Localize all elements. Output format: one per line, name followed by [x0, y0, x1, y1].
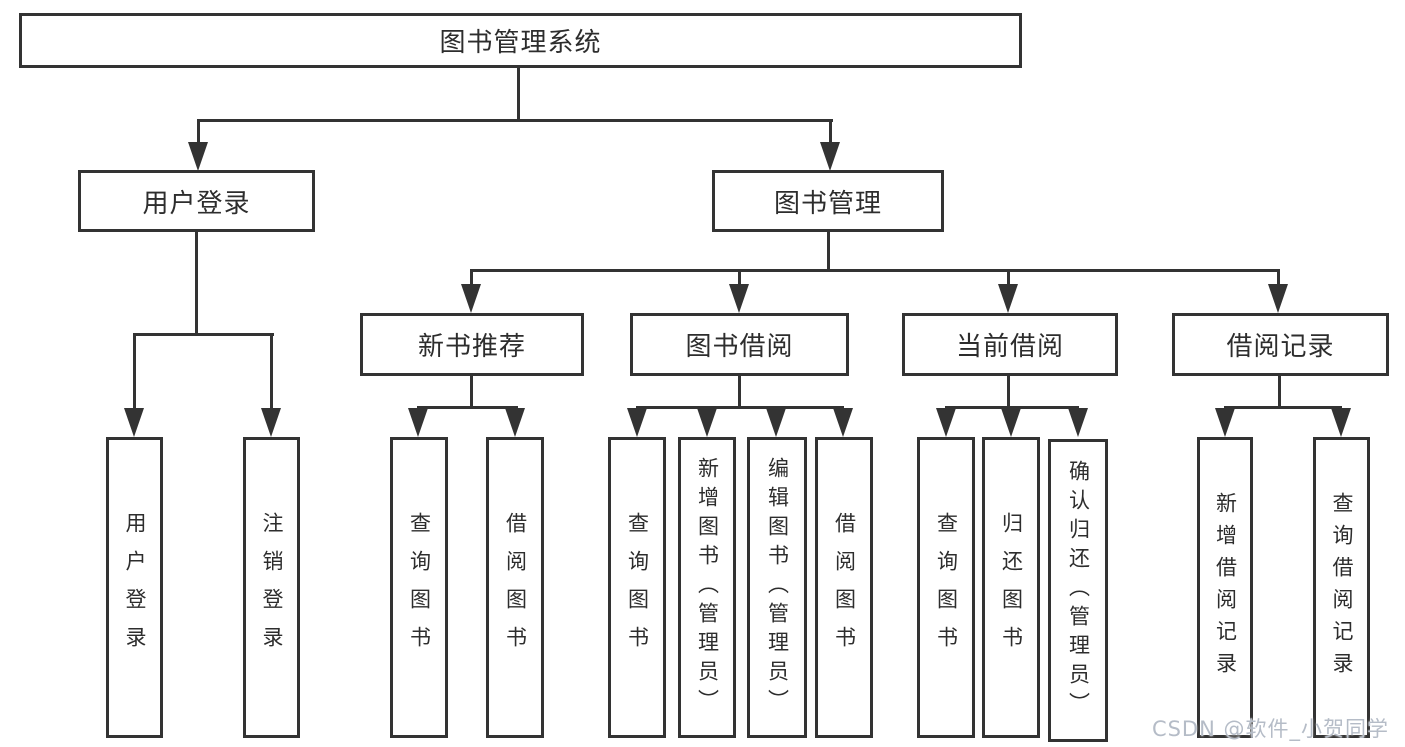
leaf-label: 查询图书: [407, 511, 432, 664]
connector-vline: [470, 269, 473, 289]
leaf-label: 编辑图书（管理员）: [765, 457, 790, 718]
csdn-watermark: CSDN @软件_小贺同学: [1151, 717, 1389, 741]
leaf-logout: 注销登录: [243, 437, 300, 738]
leaf-query-books-current: 查询图书: [917, 437, 975, 738]
leaf-label: 新增图书（管理员）: [695, 457, 720, 718]
arrow-down-icon: [627, 408, 647, 437]
connector-vline: [738, 376, 741, 409]
leaf-label: 用户登录: [123, 511, 147, 664]
node-new-book-recommendation: 新书推荐: [360, 313, 584, 376]
leaf-borrow-books-borrow: 借阅图书: [815, 437, 873, 738]
node-current-borrowing: 当前借阅: [902, 313, 1118, 376]
node-borrowing-records: 借阅记录: [1172, 313, 1389, 376]
node-book-borrowing: 图书借阅: [630, 313, 849, 376]
arrow-down-icon: [408, 408, 428, 437]
leaf-label: 查询图书: [934, 511, 959, 664]
leaf-query-books-borrow: 查询图书: [608, 437, 666, 738]
arrow-down-icon: [833, 408, 853, 437]
connector-vline: [517, 67, 520, 122]
connector-hline: [470, 269, 1280, 272]
node-label: 图书借阅: [685, 332, 794, 362]
arrow-down-icon: [729, 284, 749, 313]
arrow-down-icon: [697, 408, 717, 437]
node-book-management: 图书管理: [712, 170, 944, 232]
node-label: 当前借阅: [955, 332, 1064, 362]
leaf-label: 注销登录: [260, 511, 284, 664]
connector-hline: [636, 406, 844, 409]
arrow-down-icon: [1068, 408, 1088, 437]
connector-vline: [738, 269, 741, 289]
arrow-down-icon: [1331, 408, 1351, 437]
arrow-down-icon: [766, 408, 786, 437]
leaf-label: 确认归还（管理员）: [1066, 460, 1091, 721]
node-label: 用户登录: [142, 188, 251, 219]
leaf-user-login: 用户登录: [106, 437, 163, 738]
connector-hline: [1224, 406, 1342, 409]
leaf-return-books: 归还图书: [982, 437, 1040, 738]
arrow-down-icon: [188, 142, 208, 171]
node-label: 图书管理: [773, 188, 882, 219]
leaf-query-borrow-record: 查询借阅记录: [1313, 437, 1370, 738]
connector-vline: [133, 333, 136, 413]
arrow-down-icon: [261, 408, 281, 437]
leaf-label: 归还图书: [999, 511, 1024, 664]
connector-vline: [1278, 376, 1281, 409]
leaf-query-books-recommend: 查询图书: [390, 437, 448, 738]
node-label: 新书推荐: [417, 332, 526, 362]
leaf-label: 新增借阅记录: [1213, 491, 1238, 684]
arrow-down-icon: [820, 142, 840, 171]
connector-vline: [1007, 376, 1010, 409]
connector-vline: [827, 232, 830, 272]
node-label: 图书管理系统: [439, 28, 602, 58]
leaf-confirm-return-admin: 确认归还（管理员）: [1048, 439, 1108, 742]
arrow-down-icon: [1268, 284, 1288, 313]
connector-vline: [1277, 269, 1280, 289]
leaf-add-borrow-record: 新增借阅记录: [1197, 437, 1253, 738]
arrow-down-icon: [461, 284, 481, 313]
node-label: 借阅记录: [1226, 332, 1335, 362]
connector-hline: [417, 406, 518, 409]
connector-vline: [829, 119, 832, 149]
leaf-label: 查询图书: [625, 511, 650, 664]
connector-vline: [1007, 269, 1010, 289]
arrow-down-icon: [1001, 408, 1021, 437]
arrow-down-icon: [124, 408, 144, 437]
connector-vline: [197, 119, 200, 149]
leaf-borrow-books-recommend: 借阅图书: [486, 437, 544, 738]
connector-hline: [945, 406, 1079, 409]
leaf-label: 借阅图书: [832, 511, 857, 664]
leaf-label: 借阅图书: [503, 511, 528, 664]
connector-hline: [197, 119, 833, 122]
leaf-label: 查询借阅记录: [1330, 491, 1354, 684]
arrow-down-icon: [1215, 408, 1235, 437]
arrow-down-icon: [505, 408, 525, 437]
leaf-edit-book-admin: 编辑图书（管理员）: [747, 437, 807, 738]
arrow-down-icon: [936, 408, 956, 437]
connector-hline: [133, 333, 274, 336]
connector-vline: [470, 376, 473, 409]
leaf-add-book-admin: 新增图书（管理员）: [678, 437, 736, 738]
arrow-down-icon: [998, 284, 1018, 313]
connector-vline: [270, 333, 273, 413]
connector-vline: [195, 232, 198, 336]
node-library-system: 图书管理系统: [19, 13, 1022, 68]
node-user-login: 用户登录: [78, 170, 315, 232]
